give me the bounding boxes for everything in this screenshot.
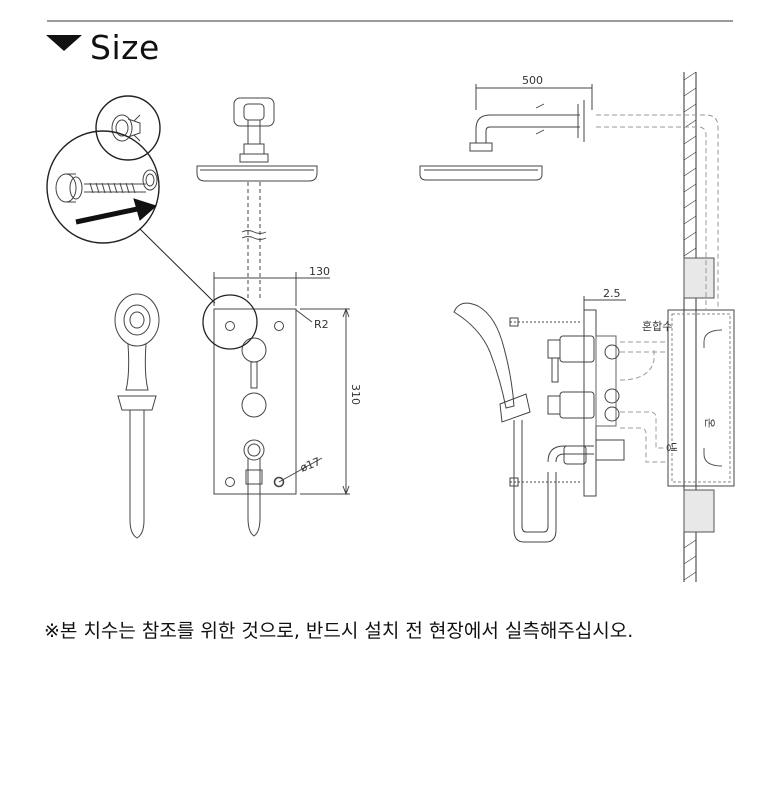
plate-width-label: 130 [309,265,330,278]
small-detail-circle [95,95,161,161]
large-detail-circle [46,130,160,244]
hot-water-label: 온 [703,418,716,428]
triangle-down-icon [46,35,82,51]
side-view: 500 [419,71,735,582]
cold-water-label: 냉 [665,442,678,452]
dimension-drawing: 130 R2 310 ø17 500 [46,71,735,582]
top-divider [47,20,733,22]
plate-radius-label: R2 [314,318,329,331]
arm-length-label: 500 [522,74,543,87]
wall-offset-label: 2.5 [603,287,621,300]
hand-shower [114,293,160,539]
section-title: Size [90,27,160,67]
mounting-plate [213,308,297,495]
mixed-water-label: 혼합수 [642,320,672,333]
insert-arrow-icon [75,205,143,225]
front-view: 130 R2 310 ø17 [196,97,362,537]
outlet-diameter-label: ø17 [298,455,322,475]
plate-height-label: 310 [349,384,362,405]
detail-magnifier [46,95,216,304]
measurement-notice: ※본 치수는 참조를 위한 것으로, 반드시 설치 전 현장에서 실측해주십시오… [44,620,634,642]
section-heading: Size [46,24,160,70]
